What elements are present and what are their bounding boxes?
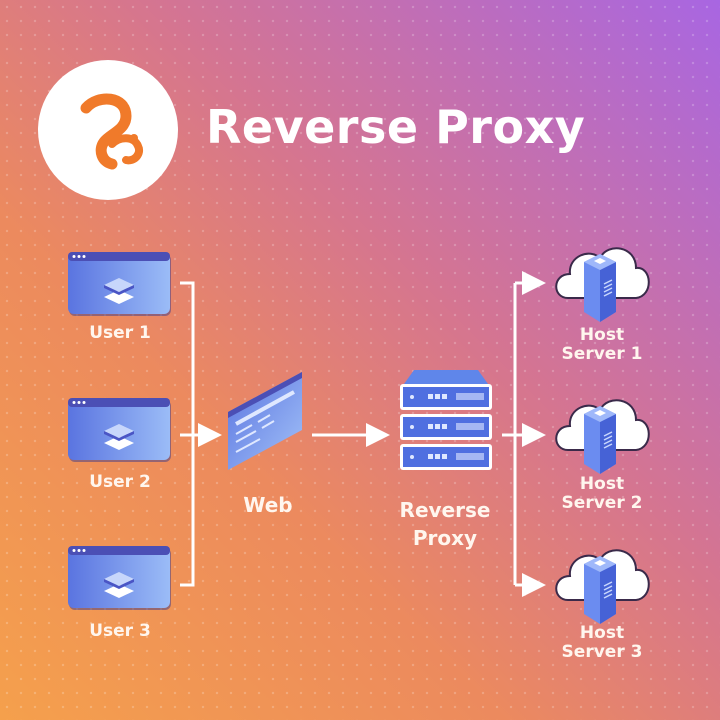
logo <box>38 60 178 200</box>
host-server-1-icon <box>548 236 658 330</box>
user-2-icon <box>68 398 172 468</box>
host-3-line1: Host <box>579 623 625 643</box>
squirrel-logo-icon <box>80 93 143 170</box>
web-label: Web <box>243 493 293 517</box>
host-2-line1: Host <box>579 474 625 494</box>
host-3-line2: Server 3 <box>561 642 643 662</box>
user-window-icon <box>68 546 171 610</box>
user-2-label: User 2 <box>89 472 151 492</box>
user-1-icon <box>68 252 172 322</box>
web-browser-icon <box>226 368 306 476</box>
reverse-proxy-label: Reverse Proxy <box>380 496 510 552</box>
reverse-proxy-label-line1: Reverse <box>399 498 491 522</box>
host-server-3-icon <box>548 538 658 632</box>
host-1-line2: Server 1 <box>561 344 643 364</box>
user-window-icon <box>68 398 171 462</box>
reverse-proxy-server-icon <box>396 366 496 476</box>
user-3-label: User 3 <box>89 621 151 641</box>
user-1-label: User 1 <box>89 323 151 343</box>
host-server-2-icon <box>548 388 658 482</box>
user-3-icon <box>68 546 172 616</box>
host-2-line2: Server 2 <box>561 493 643 513</box>
user-window-icon <box>68 252 171 316</box>
page-title: Reverse Proxy <box>206 100 586 154</box>
reverse-proxy-label-line2: Proxy <box>412 526 478 550</box>
host-1-line1: Host <box>579 325 625 345</box>
